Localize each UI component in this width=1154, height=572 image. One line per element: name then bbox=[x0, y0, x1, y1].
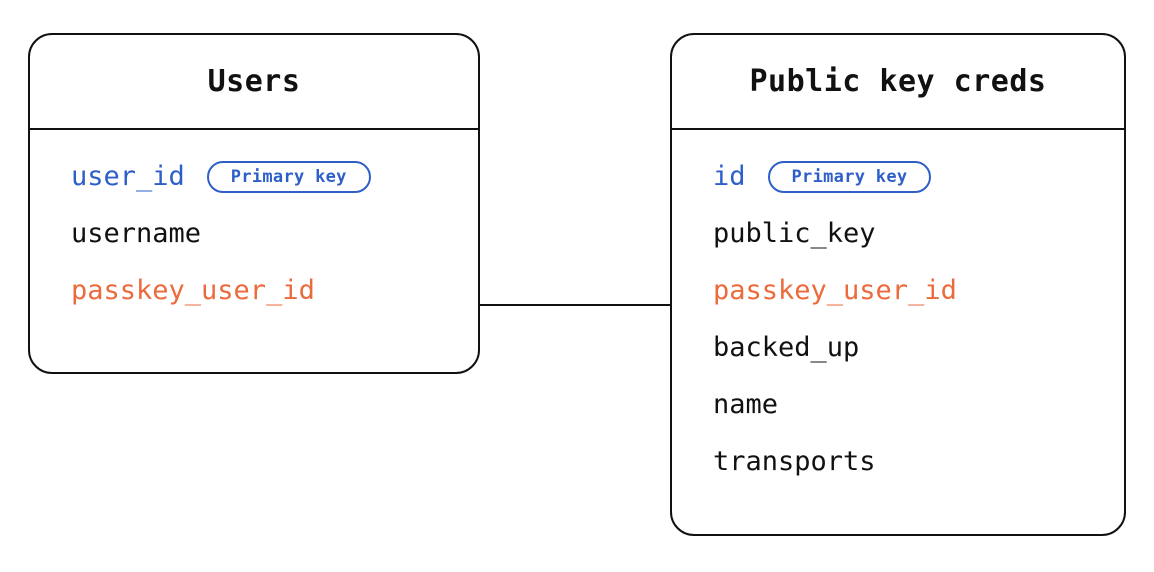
field-name-passkey-user-id: passkey_user_id bbox=[71, 275, 315, 306]
entity-users-title: Users bbox=[207, 64, 301, 99]
field-name-transports: transports bbox=[713, 446, 876, 477]
field-row[interactable]: user_id Primary key bbox=[30, 160, 478, 194]
field-name-name: name bbox=[713, 389, 779, 420]
entity-users-field-list: user_id Primary key username passkey_use… bbox=[30, 130, 478, 332]
primary-key-badge: Primary key bbox=[767, 161, 932, 193]
field-row[interactable]: public_key bbox=[672, 217, 1124, 251]
field-name-public-key: public_key bbox=[713, 218, 876, 249]
field-row[interactable]: transports bbox=[672, 445, 1124, 479]
field-name-user-id: user_id bbox=[71, 161, 185, 192]
primary-key-badge: Primary key bbox=[206, 161, 371, 193]
field-row[interactable]: passkey_user_id bbox=[30, 274, 478, 308]
entity-public-key-creds-field-list: id Primary key public_key passkey_user_i… bbox=[672, 130, 1124, 503]
field-name-id: id bbox=[713, 161, 746, 192]
entity-users[interactable]: Users user_id Primary key username passk… bbox=[28, 33, 480, 374]
field-row[interactable]: name bbox=[672, 388, 1124, 422]
field-name-passkey-user-id: passkey_user_id bbox=[713, 275, 957, 306]
entity-public-key-creds[interactable]: Public key creds id Primary key public_k… bbox=[670, 33, 1126, 536]
entity-public-key-creds-header: Public key creds bbox=[672, 35, 1124, 130]
field-name-backed-up: backed_up bbox=[713, 332, 860, 363]
entity-public-key-creds-title: Public key creds bbox=[749, 64, 1047, 99]
field-row[interactable]: passkey_user_id bbox=[672, 274, 1124, 308]
field-row[interactable]: username bbox=[30, 217, 478, 251]
relationship-connector-users-to-public-key-creds bbox=[478, 304, 672, 307]
field-name-username: username bbox=[71, 218, 202, 249]
entity-users-header: Users bbox=[30, 35, 478, 130]
field-row[interactable]: id Primary key bbox=[672, 160, 1124, 194]
field-row[interactable]: backed_up bbox=[672, 331, 1124, 365]
